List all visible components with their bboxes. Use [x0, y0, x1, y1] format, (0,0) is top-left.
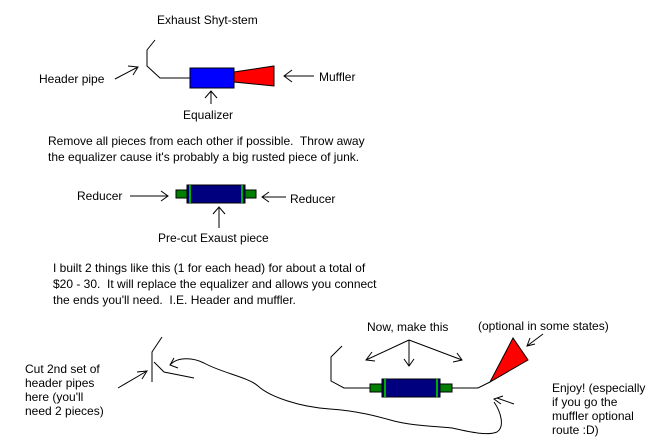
final-reducer-left — [369, 383, 383, 393]
reducer-right-shape — [244, 189, 257, 199]
muffler-arrow — [283, 69, 314, 83]
remove-paragraph: Remove all pieces from each other if pos… — [48, 134, 365, 164]
reducer-right-arrow — [261, 191, 286, 203]
reducer-right-label: Reducer — [290, 192, 336, 206]
final-reducer-right — [439, 383, 453, 393]
final-muffler-shape — [488, 337, 529, 384]
reducer-left-shape — [175, 189, 188, 199]
cut-header-pipe-drawing — [151, 336, 195, 382]
precut-pipe-shape — [186, 184, 246, 204]
muffler-label: Muffler — [319, 70, 356, 84]
equalizer-arrow — [204, 90, 218, 104]
final-pipe — [381, 378, 441, 398]
enjoy-label: Enjoy! (especially if you go the muffler… — [552, 381, 646, 437]
cut-label: Cut 2nd set of header pipes here (you'll… — [25, 362, 104, 418]
precut-label: Pre-cut Exaust piece — [158, 231, 269, 245]
header-pipe-arrow — [114, 65, 139, 80]
optional-arrow — [526, 333, 544, 347]
equalizer-shape — [189, 67, 235, 89]
now-make-this-label: Now, make this — [367, 320, 449, 334]
title-label: Exhaust Shyt-stem — [157, 13, 258, 27]
new-header-pipe — [330, 345, 370, 389]
equalizer-label: Equalizer — [183, 108, 234, 122]
make-this-arrows — [365, 339, 463, 367]
built-paragraph: I built 2 things like this (1 for each h… — [53, 261, 377, 307]
precut-arrow — [212, 206, 226, 228]
reducer-left-label: Reducer — [77, 189, 123, 203]
reducer-left-arrow — [130, 190, 169, 202]
connection-curve — [169, 358, 502, 435]
optional-label: (optional in some states) — [478, 319, 609, 333]
enjoy-arrow — [492, 395, 515, 405]
muffler-shape — [233, 65, 275, 87]
cut-arrow — [117, 370, 148, 389]
header-pipe-drawing — [146, 39, 190, 79]
header-pipe-label: Header pipe — [39, 72, 105, 86]
